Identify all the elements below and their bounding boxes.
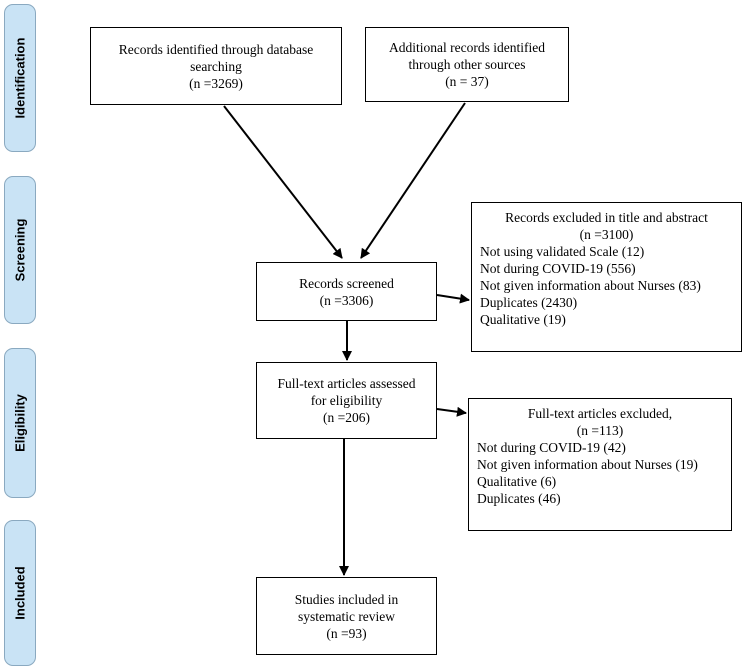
fulltext-excluded-count: (n =113) xyxy=(576,423,624,438)
records-excluded-box: Records excluded in title and abstract (… xyxy=(471,202,742,352)
records-excluded-heading: Records excluded in title and abstract xyxy=(505,210,708,225)
studies-included-line-1: Studies included in xyxy=(294,591,399,607)
database-records-line-2: searching xyxy=(190,58,242,74)
arrow-screened-to-excluded xyxy=(436,293,470,304)
other-sources-line-1: Additional records identified xyxy=(389,40,545,55)
arrow-other-to-screened xyxy=(360,102,466,259)
fulltext-assessed-line-2: for eligibility xyxy=(310,393,383,408)
other-sources-count: (n = 37) xyxy=(445,74,489,89)
database-records-line-1: Records identified through database xyxy=(118,41,314,57)
other-sources-box: Additional records identified through ot… xyxy=(365,27,569,102)
records-excluded-item: Duplicates (2430) xyxy=(480,295,578,310)
fulltext-excluded-item: Not during COVID-19 (42) xyxy=(477,440,626,455)
fulltext-assessed-line-1: Full-text articles assessed xyxy=(277,376,416,391)
arrow-database-to-screened xyxy=(223,105,343,259)
other-sources-line-2: through other sources xyxy=(408,57,526,72)
records-excluded-item: Not using validated Scale (12) xyxy=(480,244,645,259)
studies-included-box: Studies included in systematic review (n… xyxy=(256,577,437,655)
records-screened-count: (n =3306) xyxy=(319,292,374,308)
records-screened-box: Records screened (n =3306) xyxy=(256,262,437,321)
fulltext-excluded-item: Qualitative (6) xyxy=(477,474,557,489)
fulltext-assessed-count: (n =206) xyxy=(323,410,370,425)
records-excluded-item: Not during COVID-19 (556) xyxy=(480,261,636,276)
arrow-fulltext-to-excluded xyxy=(436,406,467,417)
records-excluded-item: Not given information about Nurses (83) xyxy=(480,278,701,293)
studies-included-count: (n =93) xyxy=(326,625,367,641)
studies-included-line-2: systematic review xyxy=(297,608,396,624)
records-excluded-item: Qualitative (19) xyxy=(480,312,566,327)
phase-eligibility: Eligibility xyxy=(4,348,36,498)
fulltext-excluded-item: Not given information about Nurses (19) xyxy=(477,457,698,472)
fulltext-excluded-heading: Full-text articles excluded, xyxy=(527,406,673,421)
records-excluded-count: (n =3100) xyxy=(579,227,634,242)
phase-identification: Identification xyxy=(4,4,36,152)
database-records-box: Records identified through database sear… xyxy=(90,27,342,105)
phase-included: Included xyxy=(4,520,36,666)
phase-screening: Screening xyxy=(4,176,36,324)
database-records-count: (n =3269) xyxy=(189,75,243,91)
fulltext-assessed-box: Full-text articles assessed for eligibil… xyxy=(256,362,437,439)
fulltext-excluded-item: Duplicates (46) xyxy=(477,491,561,506)
fulltext-excluded-box: Full-text articles excluded, (n =113) No… xyxy=(468,398,732,531)
records-screened-line-1: Records screened xyxy=(299,275,394,291)
